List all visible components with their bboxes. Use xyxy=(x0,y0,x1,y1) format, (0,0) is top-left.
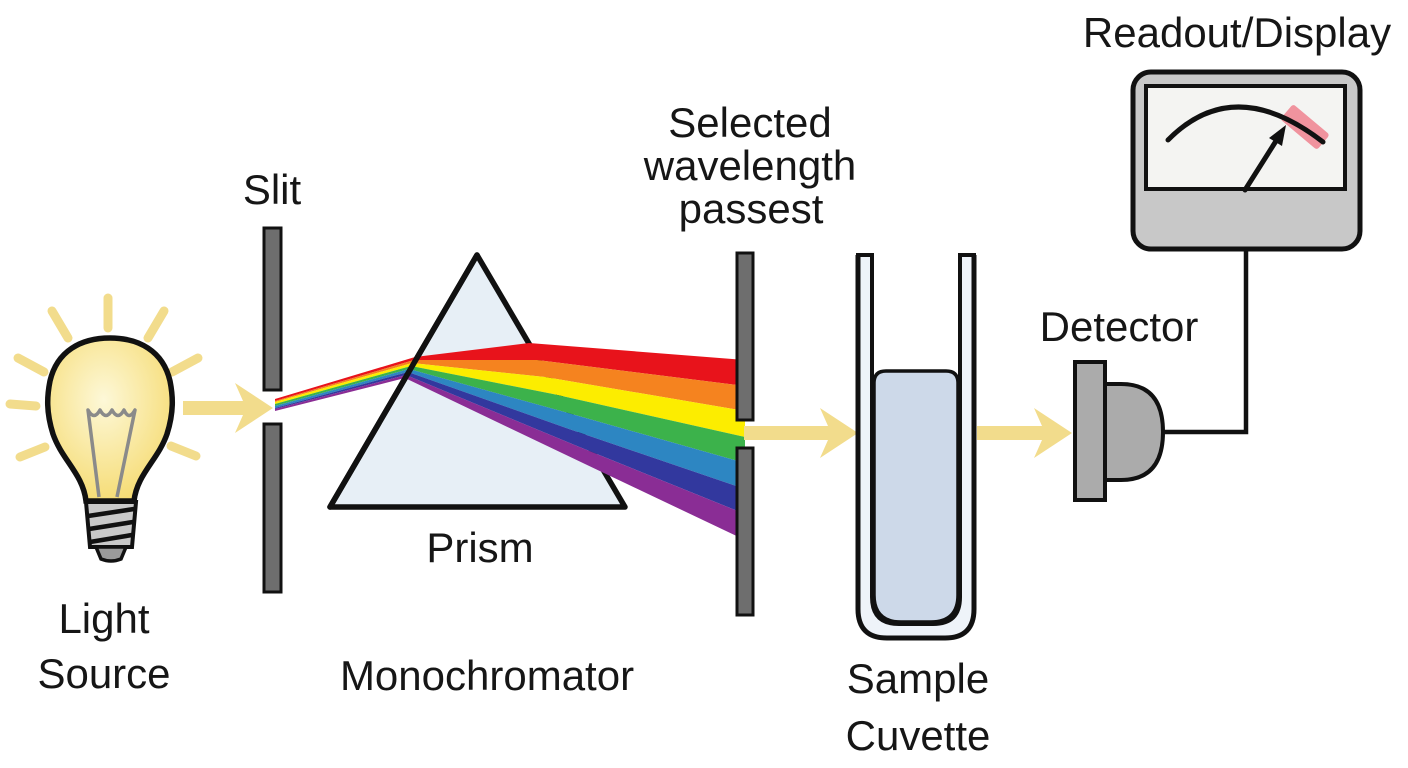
label-detector: Detector xyxy=(1040,303,1199,350)
light-ray-icon xyxy=(47,306,73,343)
detector-plate xyxy=(1073,360,1107,502)
light-ray-icon xyxy=(166,441,201,461)
light-ray-icon xyxy=(5,399,41,411)
signal-wire xyxy=(1163,250,1249,435)
meter-needle xyxy=(1242,138,1279,193)
bulb-glass xyxy=(45,335,175,504)
bulb-filament xyxy=(86,408,137,498)
light-ray-icon xyxy=(15,442,50,462)
light-ray-icon xyxy=(167,353,203,377)
sample-cuvette-icon xyxy=(855,253,977,641)
cuvette-liquid xyxy=(872,369,960,624)
light-ray-icon xyxy=(143,306,169,343)
label-slit: Slit xyxy=(243,166,302,213)
cuvette-wall xyxy=(858,255,974,638)
rainbow-band-red xyxy=(275,343,745,401)
label-sample-cuvette-line2: Cuvette xyxy=(846,712,991,759)
detector-icon xyxy=(1073,360,1166,502)
light-ray-icon xyxy=(13,353,49,377)
label-light-source-line2: Source xyxy=(37,650,170,697)
entrance-slit-icon xyxy=(262,226,283,594)
label-selected-wavelength-line1: Selected xyxy=(668,99,831,146)
entrance-slit-bar-bottom xyxy=(262,422,283,594)
rainbow-band-orange xyxy=(275,360,745,411)
beam-arrow-to-cuvette xyxy=(744,408,858,458)
label-sample-cuvette-line1: Sample xyxy=(847,655,989,702)
rainbow-dispersion xyxy=(275,343,745,540)
label-readout-display: Readout/Display xyxy=(1083,9,1391,56)
cuvette-outer-outline xyxy=(855,255,977,641)
detector-dome xyxy=(1103,382,1166,482)
prism-left-edge xyxy=(327,252,480,510)
beam-arrow-to-slit xyxy=(183,383,273,433)
label-light-source-line1: Light xyxy=(58,595,149,642)
entrance-slit-bar-top xyxy=(262,226,283,392)
bulb-base-threads xyxy=(87,506,135,545)
label-prism: Prism xyxy=(426,524,533,571)
light-bulb-icon xyxy=(5,293,203,563)
label-selected-wavelength-line3: passest xyxy=(679,185,824,232)
label-monochromator: Monochromator xyxy=(340,652,634,699)
exit-slit-bar-top xyxy=(735,251,755,422)
beam-arrow-to-detector xyxy=(977,408,1072,458)
exit-slit-icon xyxy=(735,251,755,617)
light-rays xyxy=(5,293,203,462)
bulb-base-tip xyxy=(93,545,129,563)
cuvette-inner-outline xyxy=(870,255,962,626)
readout-meter-icon xyxy=(1130,69,1363,252)
meter-needle-head xyxy=(1269,125,1286,146)
meter-scale-arc xyxy=(1165,104,1326,145)
exit-slit-bar-bottom xyxy=(735,446,755,617)
diagram-labels: Light Source Slit Prism Monochromator Se… xyxy=(37,9,1391,759)
rainbow-band-yellow xyxy=(275,363,745,437)
label-selected-wavelength-line2: wavelength xyxy=(643,142,856,189)
